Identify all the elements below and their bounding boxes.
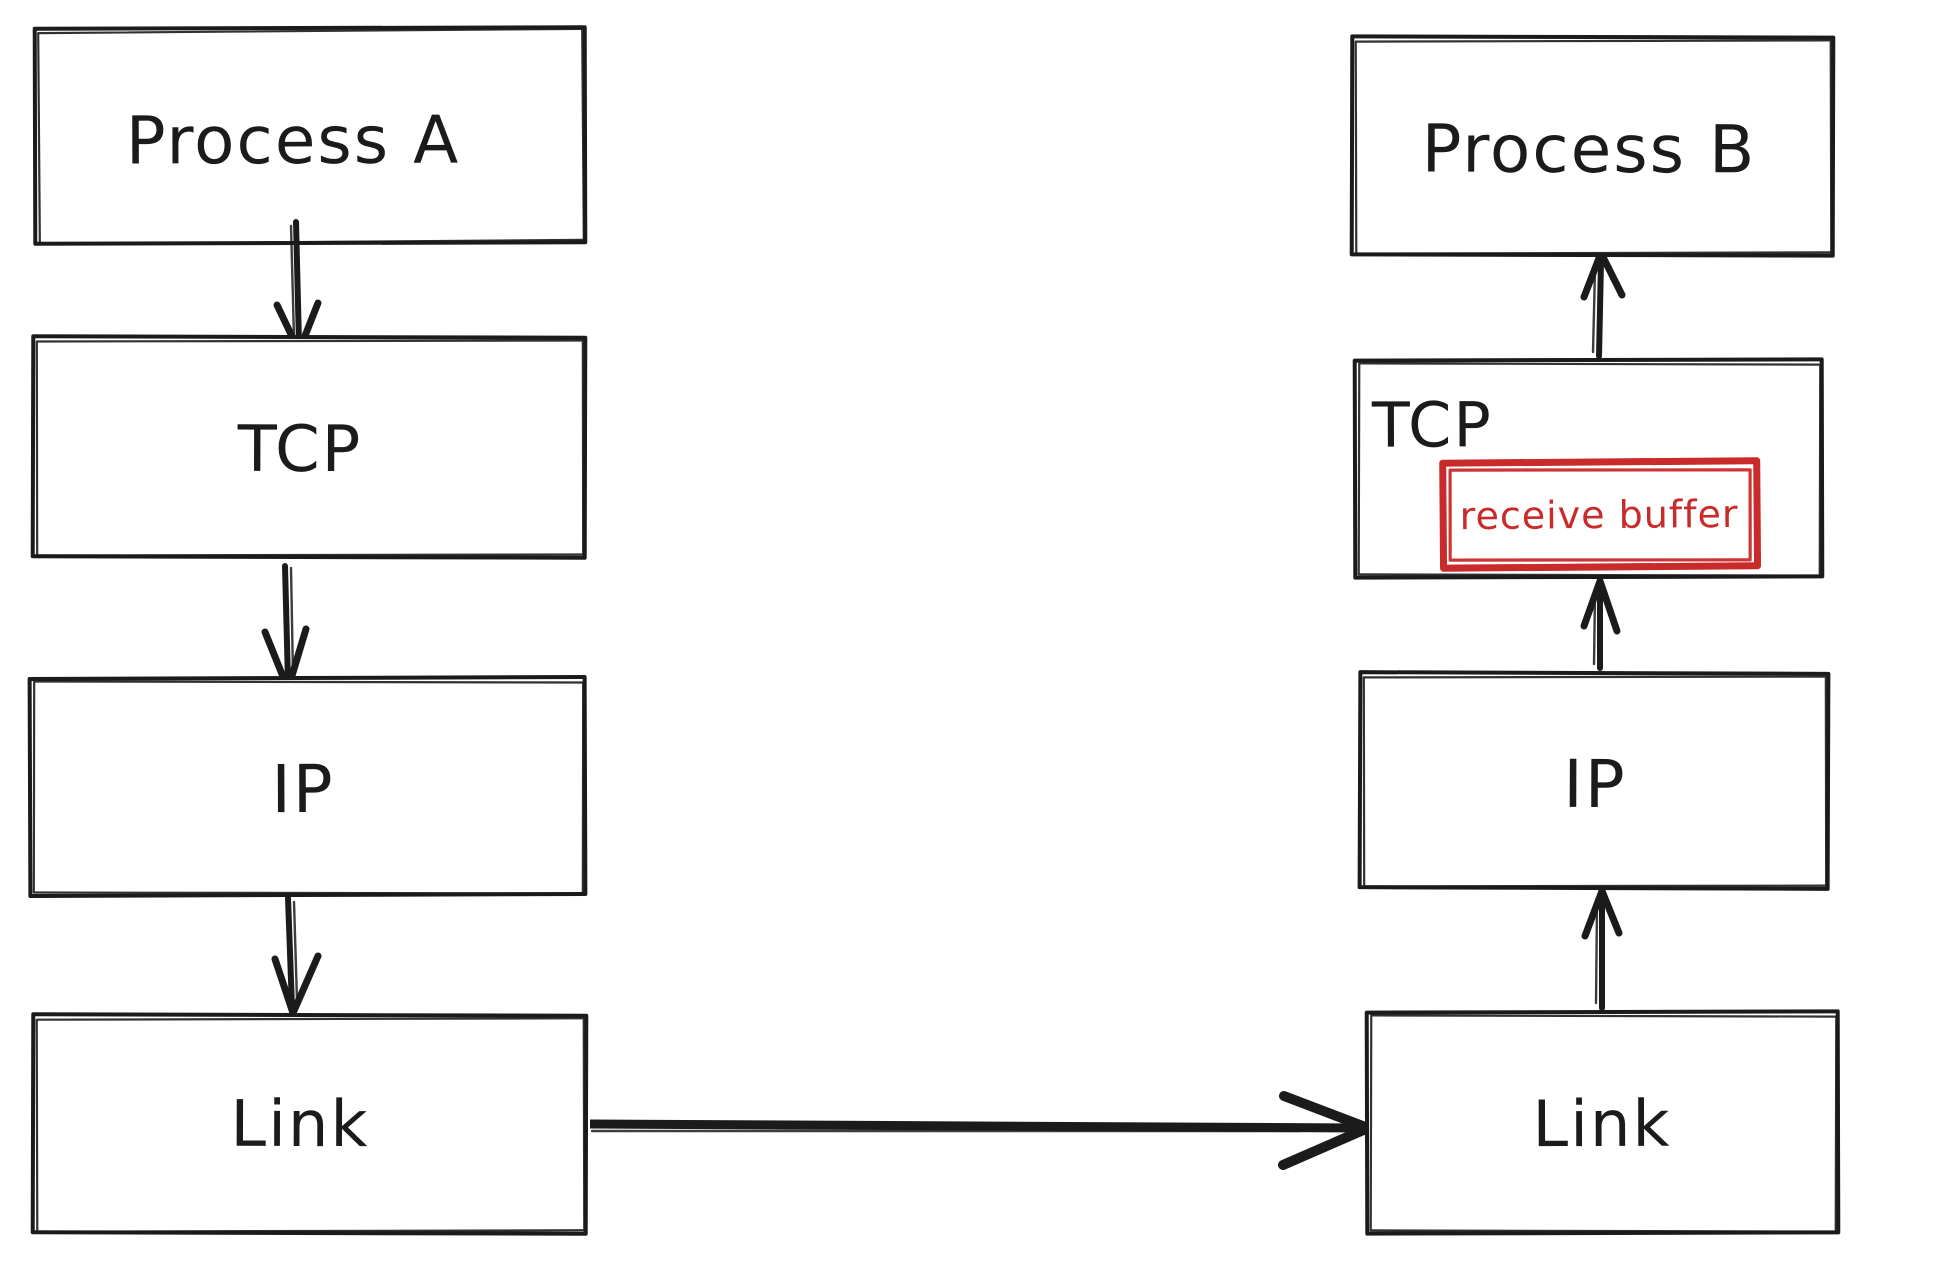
box-tcp-left: TCP (30, 334, 588, 560)
box-tcp-right-label: TCP (1371, 388, 1493, 461)
arrow-tcp-to-process-b (1580, 249, 1626, 359)
box-link-right-label: Link (1532, 1088, 1671, 1162)
receive-buffer-box: receive buffer (1439, 457, 1762, 572)
receive-buffer-label: receive buffer (1460, 492, 1739, 538)
box-process-b-label: Process B (1422, 111, 1757, 189)
box-process-b: Process B (1349, 34, 1836, 258)
arrow-tcp-to-ip (261, 563, 310, 693)
box-ip-left-label: IP (271, 751, 335, 828)
box-process-a: Process A (32, 25, 588, 246)
box-link-right: Link (1364, 1009, 1841, 1236)
arrow-link-to-link (589, 1091, 1373, 1170)
box-tcp-left-label: TCP (237, 413, 363, 487)
box-process-a-label: Process A (126, 102, 461, 180)
arrow-ip-to-link (271, 895, 322, 1017)
box-tcp-right: TCP receive buffer (1352, 357, 1825, 580)
box-ip-right-label: IP (1563, 746, 1627, 823)
arrow-ip-to-tcp (1580, 577, 1621, 671)
box-link-left-label: Link (230, 1088, 369, 1162)
box-ip-left: IP (27, 675, 588, 898)
box-link-left: Link (30, 1012, 589, 1236)
arrow-link-to-ip (1581, 887, 1623, 1011)
box-ip-right: IP (1357, 670, 1831, 891)
